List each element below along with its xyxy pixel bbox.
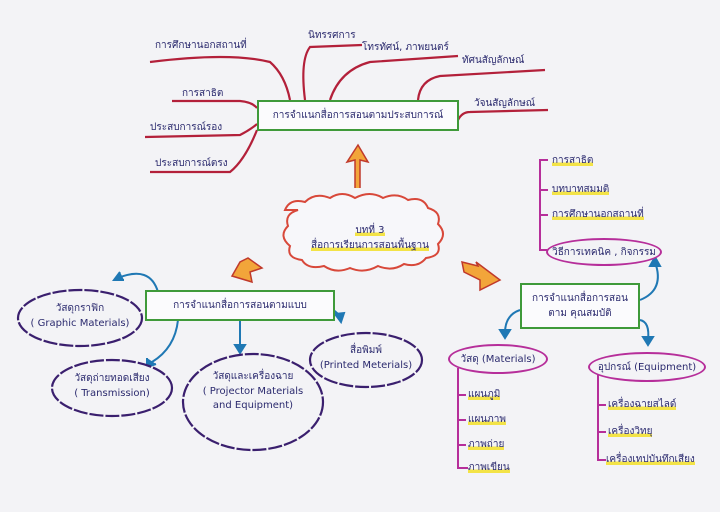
method-item: การสาธิต	[552, 155, 594, 166]
right-arrow-icon	[461, 260, 502, 292]
experience-item: โทรทัศน์, ภาพยนตร์	[362, 42, 449, 53]
experience-item: ประสบการณ์ตรง	[155, 158, 228, 169]
form-title: การจำแนกสื่อการสอนตามแบบ	[173, 300, 307, 311]
experience-item: วัจนสัญลักษณ์	[474, 98, 535, 109]
form-title-box: การจำแนกสื่อการสอนตามแบบ	[145, 290, 335, 321]
experience-item: การศึกษานอกสถานที่	[155, 40, 247, 51]
methods-label: วิธีการเทคนิค , กิจกรรม	[552, 246, 656, 258]
item-th: วัสดุถ่ายทอดเสียง	[74, 373, 150, 384]
item-en2: and Equipment)	[212, 400, 294, 411]
methods-oval: วิธีการเทคนิค , กิจกรรม	[546, 238, 662, 266]
equipment-label: อุปกรณ์ (Equipment)	[597, 361, 697, 373]
experience-item: ทัศนสัญลักษณ์	[462, 55, 525, 66]
item-th: วัสดุกราฟิก	[55, 303, 105, 314]
equipment-oval: อุปกรณ์ (Equipment)	[588, 352, 706, 382]
form-item-printed: สื่อพิมพ์ (Printed Meterials)	[310, 344, 422, 373]
item-en: ( Transmission)	[74, 387, 150, 399]
experience-title-box: การจำแนกสื่อการสอนตามประสบการณ์	[257, 100, 459, 131]
form-item-projector: วัสดุและเครื่องฉาย ( Projector Materials a…	[183, 370, 323, 414]
property-trees	[457, 159, 606, 469]
left-arrow-icon	[230, 257, 264, 284]
chapter-title: สื่อการเรียนการสอนพื้นฐาน	[310, 239, 430, 251]
form-clouds	[16, 288, 424, 452]
center-title: บทที่ 3 สื่อการเรียนการสอนพื้นฐาน	[280, 224, 460, 253]
materials-label: วัสดุ (Materials)	[460, 353, 536, 365]
experience-title: การจำแนกสื่อการสอนตามประสบการณ์	[272, 110, 444, 121]
property-title-line1: การจำแนกสื่อการสอน	[532, 293, 628, 304]
form-item-transmission: วัสดุถ่ายทอดเสียง ( Transmission)	[52, 372, 172, 401]
item-en: (Printed Meterials)	[319, 359, 413, 371]
property-title-line2: ตาม คุณสมบัติ	[548, 308, 612, 319]
experience-item: การสาธิต	[182, 88, 224, 99]
material-item: แผนภาพ	[468, 414, 506, 425]
material-item: ภาพเขียน	[468, 462, 510, 473]
method-item: การศึกษานอกสถานที่	[552, 209, 644, 220]
experience-item: นิทรรศการ	[308, 30, 356, 41]
chapter-label: บทที่ 3	[355, 225, 385, 236]
item-th: วัสดุและเครื่องฉาย	[212, 371, 294, 382]
experience-branches	[144, 43, 549, 174]
form-item-graphic: วัสดุกราฟิก ( Graphic Materials)	[20, 302, 140, 331]
method-item: บทบาทสมมติ	[552, 184, 610, 195]
material-item: แผนภูมิ	[468, 389, 501, 400]
equipment-item: เครื่องวิทยุ	[608, 426, 653, 437]
materials-oval: วัสดุ (Materials)	[448, 344, 548, 374]
experience-item: ประสบการณ์รอง	[150, 122, 223, 133]
item-en: ( Projector Materials	[202, 385, 304, 397]
item-th: สื่อพิมพ์	[350, 345, 382, 356]
up-arrow-icon	[345, 143, 370, 188]
property-title-box: การจำแนกสื่อการสอนตาม คุณสมบัติ	[520, 283, 640, 329]
material-item: ภาพถ่าย	[468, 439, 505, 450]
equipment-item: เครื่องเทปบันทึกเสียง	[606, 454, 695, 465]
equipment-item: เครื่องฉายสไลด์	[608, 399, 677, 410]
item-en: ( Graphic Materials)	[30, 317, 130, 329]
